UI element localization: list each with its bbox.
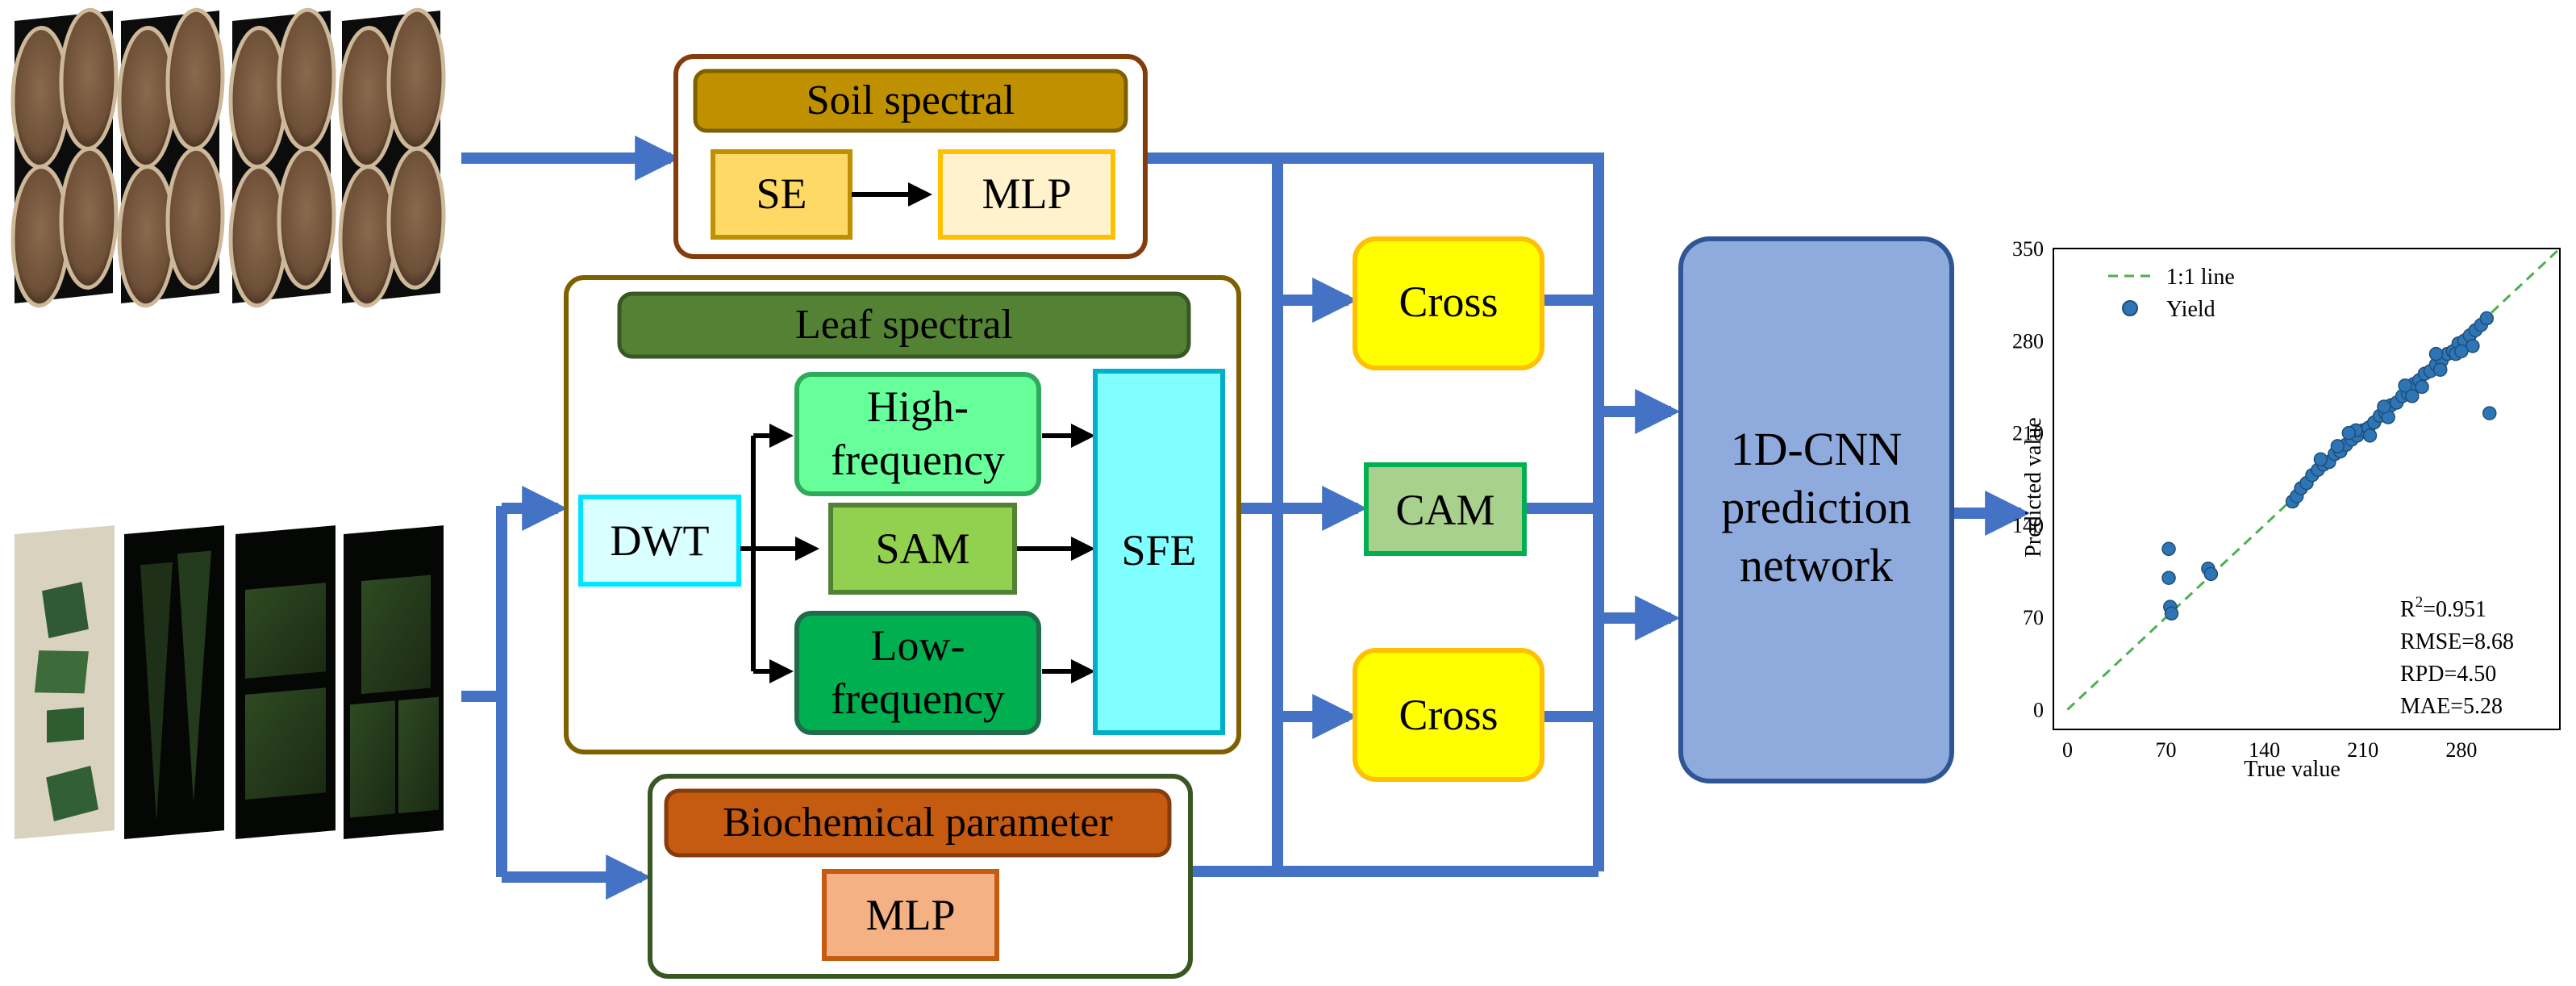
- data-point: [2330, 439, 2345, 453]
- x-tick-label: 0: [2062, 738, 2073, 762]
- y-tick-label: 0: [2033, 699, 2044, 722]
- biochemical-module: Biochemical parameter MLP: [648, 774, 1193, 979]
- leaf-image-1: [15, 525, 115, 839]
- data-point: [2415, 379, 2429, 395]
- y-tick-label: 140: [2012, 514, 2044, 537]
- y-tick-label: 70: [2023, 606, 2044, 629]
- metrics-annotation: R2=0.951 RMSE=8.68 RPD=4.50 MAE=5.28: [2400, 594, 2514, 719]
- x-tick-label: 280: [2445, 738, 2477, 762]
- data-point: [2466, 339, 2480, 353]
- data-point: [2428, 346, 2444, 361]
- bio-mlp-label: MLP: [865, 891, 955, 939]
- bio-title-bar: [664, 788, 1172, 858]
- x-tick-label: 140: [2249, 738, 2280, 762]
- data-point: [2341, 425, 2357, 441]
- leaf-title-bar: [617, 291, 1191, 359]
- cross-top-label: Cross: [1398, 278, 1498, 326]
- data-point: [2203, 566, 2219, 582]
- bio-mlp-block: [822, 869, 999, 961]
- cnn-module: 1D-CNN prediction network: [1678, 236, 1954, 783]
- high-frequency-block: [794, 372, 1041, 496]
- low-frequency-block: [794, 611, 1041, 735]
- data-point: [2479, 311, 2495, 326]
- data-point: [2377, 399, 2391, 414]
- sfe-label: SFE: [1121, 526, 1196, 574]
- mae-metric: MAE=5.28: [2400, 694, 2503, 719]
- soil-title: Soil spectral: [807, 77, 1015, 123]
- soil-sample-images: [10, 7, 446, 308]
- leaf-spectral-module: Leaf spectral DWT High- frequency SAM Lo…: [564, 275, 1241, 754]
- se-block: [711, 149, 852, 240]
- data-point: [2454, 344, 2469, 359]
- leaf-title: Leaf spectral: [795, 302, 1013, 348]
- high-frequency-label-1: High-: [867, 382, 969, 431]
- soil-image-1: [10, 7, 119, 308]
- x-tick-label: 70: [2156, 738, 2177, 762]
- se-label: SE: [756, 169, 807, 218]
- soil-mlp-label: MLP: [982, 169, 1071, 218]
- soil-spectral-module: Soil spectral SE MLP: [673, 54, 1148, 259]
- data-point: [2161, 570, 2176, 585]
- r2-metric: R2=0.951: [2400, 594, 2486, 622]
- cam-label: CAM: [1395, 486, 1494, 534]
- y-axis-label: Predicted value: [2021, 417, 2046, 557]
- rpd-metric: RPD=4.50: [2400, 662, 2496, 687]
- data-point: [2398, 378, 2412, 393]
- cnn-label-1: 1D-CNN: [1731, 423, 1903, 475]
- data-point: [2164, 606, 2179, 621]
- y-tick-label: 350: [2012, 237, 2044, 261]
- data-point: [2432, 362, 2448, 377]
- scatter-chart: 0 70 140 210 280 0 70 140 210 280 350 Tr…: [2012, 237, 2561, 782]
- soil-image-4: [338, 7, 446, 308]
- x-axis-label: True value: [2244, 757, 2340, 782]
- scatter-points: [2161, 311, 2497, 621]
- rmse-metric: RMSE=8.68: [2400, 629, 2514, 654]
- sam-label: SAM: [875, 524, 969, 573]
- y-tick-labels: 0 70 140 210 280 350: [2012, 237, 2044, 722]
- connector-leaf-input: [461, 506, 507, 877]
- connector-soil-output: [1144, 152, 1604, 871]
- dwt-label: DWT: [611, 516, 710, 565]
- low-frequency-label-1: Low-: [871, 621, 965, 670]
- legend-point-label: Yield: [2166, 297, 2215, 322]
- cnn-label-2: prediction: [1721, 481, 1911, 533]
- leaf-image-4: [344, 525, 444, 839]
- sfe-block: [1093, 369, 1225, 735]
- soil-image-2: [117, 7, 225, 308]
- cnn-label-3: network: [1740, 539, 1893, 591]
- low-frequency-label-2: frequency: [831, 675, 1005, 723]
- data-point: [2405, 389, 2420, 403]
- leaf-sample-images: [15, 525, 444, 839]
- sam-block: [828, 503, 1017, 595]
- legend-line-label: 1:1 line: [2166, 265, 2235, 290]
- soil-title-bar: [693, 69, 1128, 133]
- high-frequency-label-2: frequency: [831, 436, 1005, 484]
- chart-legend: 1:1 line Yield: [2108, 265, 2235, 322]
- data-point: [2313, 452, 2328, 467]
- dwt-block: [578, 495, 741, 587]
- x-tick-labels: 0 70 140 210 280: [2062, 738, 2477, 762]
- dwt-branch-arrows: [740, 424, 1095, 683]
- cam-block: [1364, 462, 1527, 556]
- legend-point-swatch: [2122, 300, 2138, 316]
- x-tick-label: 210: [2347, 738, 2378, 762]
- leaf-image-3: [236, 525, 336, 839]
- bio-title: Biochemical parameter: [723, 800, 1113, 846]
- soil-image-3: [228, 7, 336, 308]
- cross-bottom-block: [1353, 648, 1544, 782]
- cnn-block: [1678, 236, 1954, 783]
- data-point: [2362, 428, 2378, 443]
- data-point: [2482, 406, 2497, 420]
- y-tick-label: 280: [2012, 329, 2044, 353]
- fusion-modules: Cross CAM Cross: [1353, 236, 1544, 782]
- connector-lines: [461, 136, 2031, 900]
- cross-bottom-label: Cross: [1398, 691, 1498, 739]
- data-point: [2161, 541, 2176, 557]
- soil-mlp-block: [938, 149, 1115, 240]
- y-tick-label: 210: [2012, 422, 2044, 445]
- leaf-image-2: [124, 525, 224, 839]
- cross-top-block: [1353, 236, 1544, 370]
